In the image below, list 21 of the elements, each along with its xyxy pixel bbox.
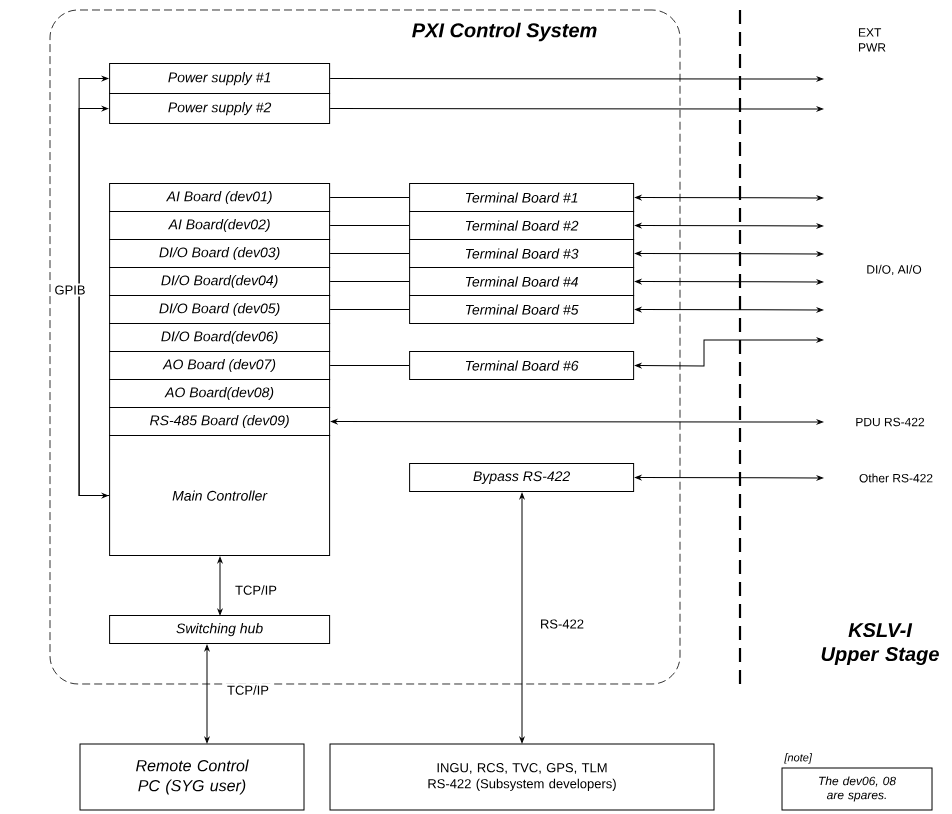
connector-line [329, 281, 410, 283]
connector-line [329, 253, 410, 255]
connector-line [329, 365, 410, 367]
arrow [519, 492, 525, 744]
arrow [635, 279, 824, 285]
arrow [635, 337, 824, 368]
arrow [635, 251, 824, 257]
arrow [635, 475, 824, 481]
arrow [635, 195, 824, 201]
arrow [329, 106, 824, 112]
stage-label: KSLV-I Upper Stage [821, 622, 939, 666]
arrow [635, 307, 824, 313]
arrow [329, 76, 824, 82]
connector-line [329, 309, 410, 311]
arrow [635, 223, 824, 229]
arrow [204, 644, 210, 744]
arrow [331, 419, 824, 425]
computer-box: Remote Control PC (SYG user) [79, 743, 305, 811]
arrow [217, 556, 223, 616]
connector-line [329, 197, 410, 199]
connector-line [329, 225, 410, 227]
